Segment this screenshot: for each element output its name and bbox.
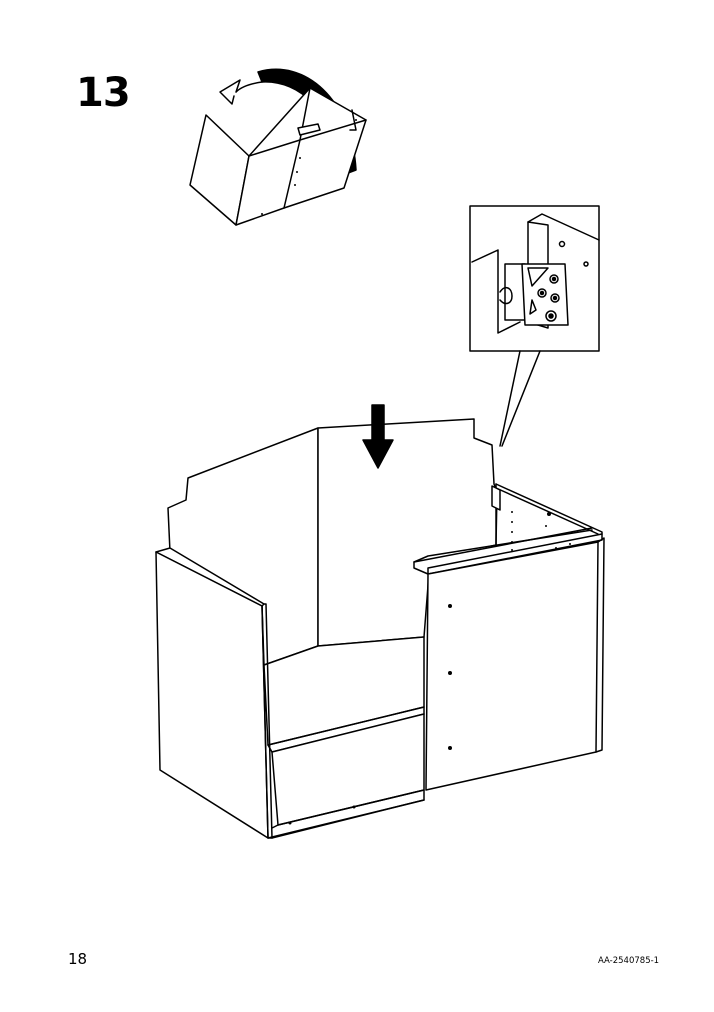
overview-cabinet: [189, 68, 367, 226]
step-number: 13: [76, 70, 131, 116]
zoom-callout: [469, 205, 600, 447]
document-code: AA-2540785-1: [598, 956, 660, 966]
page-number: 18: [68, 950, 88, 968]
main-cabinet: [155, 404, 605, 839]
down-arrow-icon: [362, 404, 394, 469]
